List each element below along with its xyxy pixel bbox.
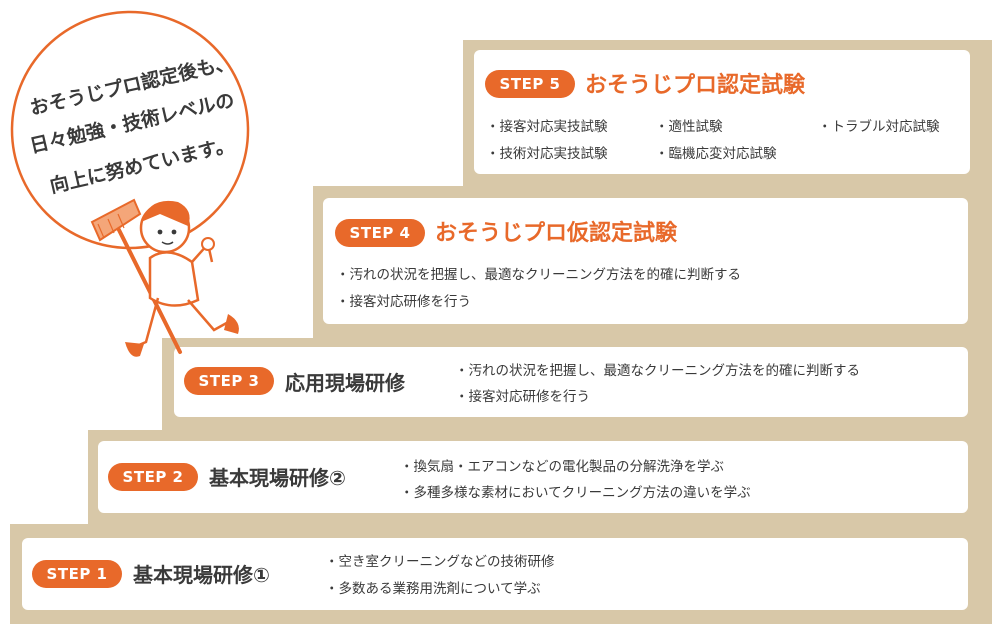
step1-bullet-2: ・多数ある業務用洗剤について学ぶ bbox=[325, 581, 541, 597]
step2-title: 基本現場研修② bbox=[209, 466, 346, 490]
step4-badge: STEP 4 bbox=[335, 219, 425, 247]
step4-bullet-2: ・接客対応研修を行う bbox=[336, 294, 471, 310]
step3-bullet-2: ・接客対応研修を行う bbox=[455, 389, 590, 405]
step1-card bbox=[22, 538, 968, 610]
step5-title: おそうじプロ認定試験 bbox=[585, 73, 806, 98]
step3-bullet-1: ・汚れの状況を把握し、最適なクリーニング方法を的確に判断する bbox=[455, 363, 860, 379]
step1-title: 基本現場研修① bbox=[133, 563, 270, 587]
step1-bullet-1: ・空き室クリーニングなどの技術研修 bbox=[325, 554, 555, 570]
step3-card bbox=[174, 347, 968, 417]
broom-icon bbox=[90, 198, 182, 354]
step4-card bbox=[323, 198, 968, 324]
step2-bullet-2: ・多種多様な素材においてクリーニング方法の違いを学ぶ bbox=[400, 485, 751, 501]
step5-bullet-4: ・技術対応実技試験 bbox=[486, 146, 608, 162]
step3-title: 応用現場研修 bbox=[285, 371, 405, 395]
step2-bullet-1: ・換気扇・エアコンなどの電化製品の分解洗浄を学ぶ bbox=[400, 459, 724, 475]
step5-bullet-2: ・適性試験 bbox=[655, 119, 723, 135]
mascot-character bbox=[125, 200, 239, 357]
step4-bullet-1: ・汚れの状況を把握し、最適なクリーニング方法を的確に判断する bbox=[336, 267, 741, 283]
step1-badge: STEP 1 bbox=[32, 560, 122, 588]
step3-badge: STEP 3 bbox=[184, 367, 274, 395]
step5-bullet-3: ・トラブル対応試験 bbox=[818, 119, 940, 135]
step5-bullet-1: ・接客対応実技試験 bbox=[486, 119, 608, 135]
step5-badge: STEP 5 bbox=[485, 70, 575, 98]
step5-bullet-5: ・臨機応変対応試験 bbox=[655, 146, 777, 162]
step4-title: おそうじプロ仮認定試験 bbox=[435, 221, 678, 246]
step2-card bbox=[98, 441, 968, 513]
step2-badge: STEP 2 bbox=[108, 463, 198, 491]
